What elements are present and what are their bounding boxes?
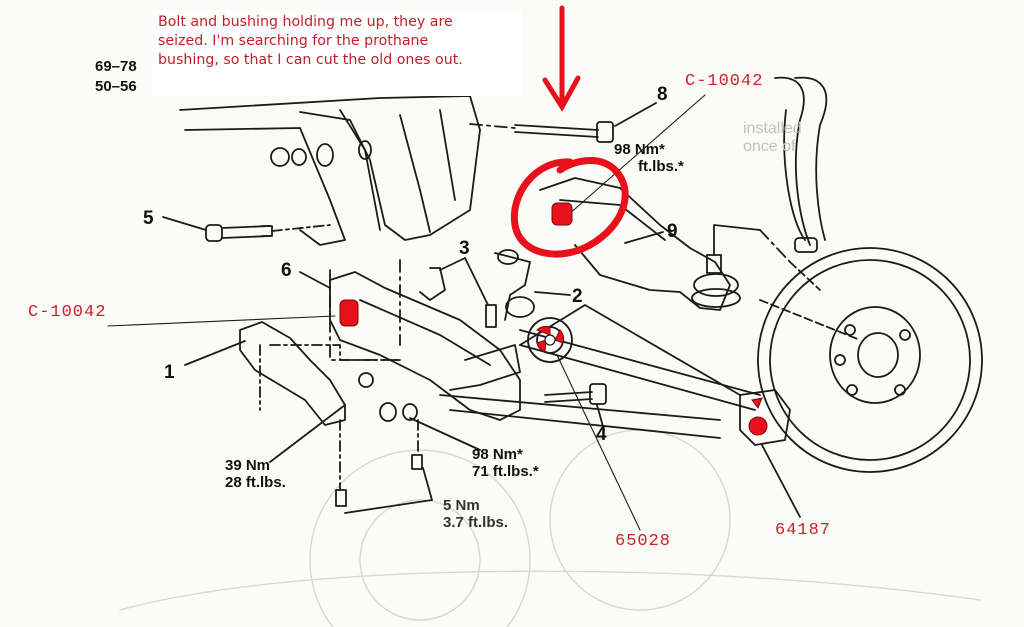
torque-ftlbs: ft.lbs.* (638, 158, 684, 175)
callout-4: 4 (596, 424, 607, 445)
torque-ftlbs: 3.7 ft.lbs. (443, 514, 509, 531)
note-line: bushing, so that I can cut the old ones … (158, 52, 463, 68)
note-line: Bolt and bushing holding me up, they are (158, 14, 453, 30)
torque-spec-small: 5 Nm 3.7 ft.lbs. (443, 497, 508, 531)
torque-nm: 98 Nm* (614, 141, 665, 158)
note-line: seized. I'm searching for the prothane (158, 33, 429, 49)
torque-spec-left: 39 Nm 28 ft.lbs. (225, 457, 286, 491)
torque-nm: 39 Nm (225, 457, 271, 474)
ghost-line: once of (743, 138, 796, 155)
torque-nm: 98 Nm* (472, 446, 523, 463)
part-number-center-bushing: 65028 (615, 532, 672, 551)
bleed-through-text: installed once of (743, 120, 802, 156)
part-number-hub-bushing: 64187 (775, 521, 832, 540)
torque-spec-lower-main: 98 Nm* 71 ft.lbs.* (472, 446, 539, 480)
torque-nm: 5 Nm (443, 497, 480, 514)
callout-3: 3 (459, 238, 470, 259)
callout-5: 5 (143, 208, 154, 229)
torque-ftlbs: 28 ft.lbs. (225, 474, 286, 491)
callout-6: 6 (281, 260, 292, 281)
year-range-2: 50–56 (95, 78, 137, 95)
part-number-left: C-10042 (28, 303, 107, 322)
torque-spec-upper: 98 Nm* ft.lbs.* (614, 141, 684, 175)
callout-9: 9 (667, 221, 678, 242)
ghost-line: installed (743, 120, 802, 137)
annotation-note: Bolt and bushing holding me up, they are… (158, 13, 520, 70)
callout-8: 8 (657, 84, 668, 105)
torque-ftlbs: 71 ft.lbs.* (472, 463, 539, 480)
callout-1: 1 (164, 362, 175, 383)
callout-2: 2 (572, 286, 583, 307)
year-range-1: 69–78 (95, 58, 137, 75)
annotation-background (152, 10, 522, 96)
part-number-top: C-10042 (685, 72, 764, 91)
